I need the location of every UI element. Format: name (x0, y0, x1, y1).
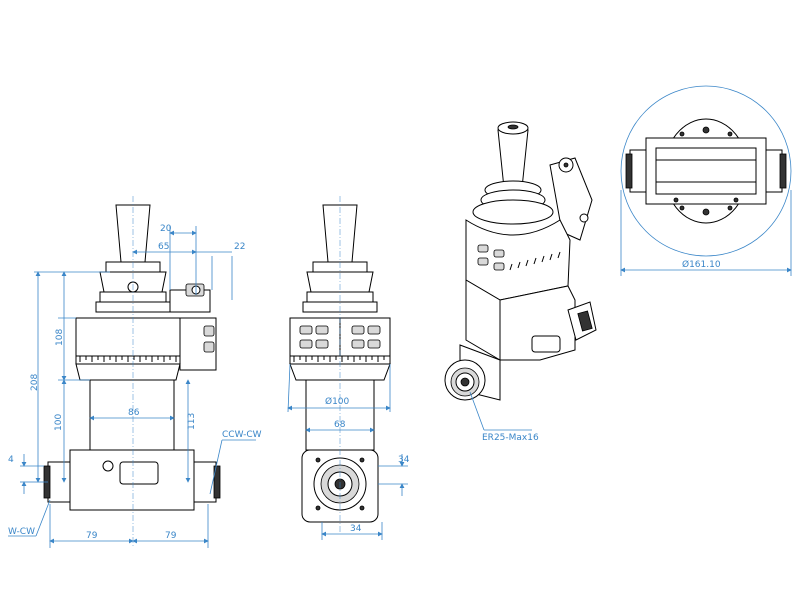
detail-left-spindle (629, 149, 647, 193)
label-w-cw: W-CW (8, 527, 35, 537)
dim-34-vertical: 34 (398, 455, 410, 465)
dim-113: 113 (187, 413, 197, 430)
dim-phi-100: Ø100 (325, 396, 350, 407)
isometric-view: ER25-Max16 (444, 121, 597, 443)
dim-4: 4 (8, 455, 14, 465)
dim-79-left: 79 (86, 531, 98, 541)
dim-phi-161: Ø161.10 (682, 259, 721, 270)
dim-86: 86 (128, 408, 140, 418)
dim-108: 108 (55, 329, 65, 346)
dim-20: 20 (160, 224, 172, 234)
label-collet: ER25-Max16 (482, 433, 539, 443)
dim-79-right: 79 (165, 531, 177, 541)
detail-circle (620, 85, 792, 257)
dim-34-horizontal: 34 (350, 524, 362, 534)
detail-right-spindle (765, 149, 783, 193)
detail-view: Ø161.10 (620, 85, 792, 276)
dim-65: 65 (158, 242, 169, 252)
label-ccw-cw: CCW-CW (222, 430, 262, 440)
dim-100: 100 (54, 414, 64, 431)
dim-208: 208 (30, 374, 40, 391)
front-view (43, 204, 221, 511)
dim-68: 68 (334, 420, 346, 430)
front-dimensions: 20 65 22 108 208 100 4 86 113 CCW-CW (8, 196, 262, 548)
side-dimensions: Ø100 68 34 34 (287, 196, 410, 540)
dim-22: 22 (234, 242, 245, 252)
front-body (89, 379, 175, 451)
iso-taper (497, 129, 529, 189)
left-spindle (47, 461, 71, 503)
